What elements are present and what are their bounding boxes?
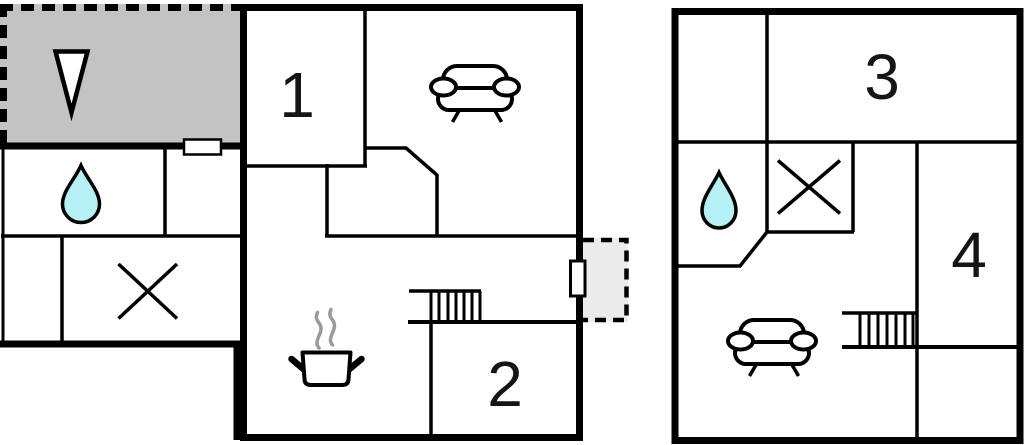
steam-icon (314, 310, 323, 350)
stairs-icon (409, 289, 482, 322)
room-4-label: 4 (951, 219, 987, 291)
window-marker (182, 138, 223, 156)
cooking-pot-icon (288, 307, 365, 387)
x-marker-icon (776, 159, 842, 215)
room-3-label: 3 (864, 41, 900, 113)
x-marker-icon (117, 262, 179, 320)
steam-icon (328, 307, 337, 347)
direction-arrow-icon (52, 49, 91, 122)
left-building: 1 2 (0, 4, 629, 441)
stairs-icon (842, 311, 917, 347)
interior-walls (672, 11, 1020, 440)
water-drop-icon (700, 168, 738, 230)
room-1-label: 1 (279, 59, 315, 131)
porch-dashed-edge (583, 237, 629, 323)
right-building: 3 4 (671, 8, 1024, 444)
sofa-icon (726, 318, 818, 377)
upper-floor-outline (671, 8, 1024, 444)
sofa-icon (429, 64, 521, 123)
interior-walls (243, 5, 580, 438)
terrace-area (0, 4, 243, 149)
main-house-outline (240, 4, 583, 441)
door-marker (569, 259, 587, 298)
annex-walls (0, 146, 246, 348)
porch-area (583, 238, 628, 322)
room-2-label: 2 (487, 348, 523, 420)
water-drop-icon (60, 161, 102, 225)
